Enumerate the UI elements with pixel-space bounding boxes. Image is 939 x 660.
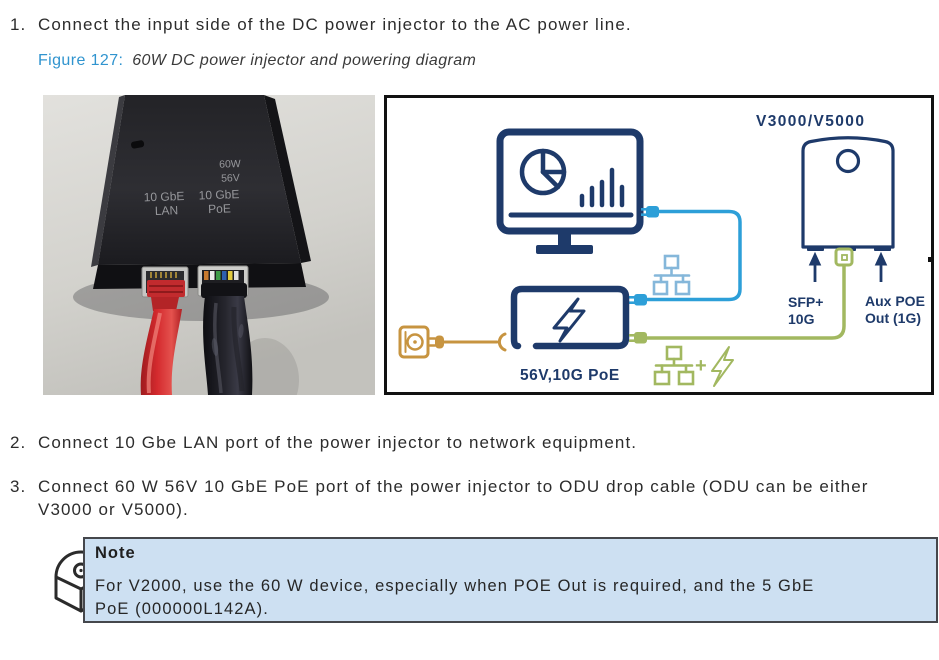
- step-1-number: 1.: [10, 15, 27, 34]
- odu-port-aux: [874, 246, 891, 251]
- black-cable: [203, 296, 253, 395]
- sfp-label-line2: 10G: [788, 311, 815, 327]
- poe-link-green: +: [629, 264, 846, 387]
- odu-outline: [801, 136, 895, 249]
- poe-wire-stripes: [204, 271, 239, 280]
- device-slot: [131, 140, 145, 149]
- figure-title: 60W DC power injector and powering diagr…: [132, 52, 477, 69]
- network-icon-green: [653, 345, 695, 386]
- injector-outline: [510, 285, 630, 350]
- monitor-icon: [496, 128, 644, 254]
- bar-chart-icon: [579, 167, 625, 208]
- device-right-bevel: [264, 95, 311, 263]
- figure-caption: Figure 127: 60W DC power injector and po…: [38, 52, 476, 70]
- injector-device: 60W 56V 10 GbE 10 GbE LAN PoE: [91, 95, 311, 289]
- figure-link[interactable]: Figure 127:: [38, 52, 124, 69]
- aux-label-line1: Aux POE: [865, 293, 925, 309]
- aux-arrow-icon: [874, 251, 888, 282]
- powering-diagram-svg: 56V,10G PoE +: [384, 95, 934, 395]
- device-left-bevel: [91, 95, 125, 267]
- lightning-icon-green: [711, 346, 734, 387]
- note-label: Note: [95, 544, 136, 562]
- step-1: 1. Connect the input side of the DC powe…: [10, 13, 632, 36]
- device-label-lan: LAN: [155, 203, 179, 218]
- step-3: 3. Connect 60 W 56V 10 GbE PoE port of t…: [10, 475, 869, 521]
- step-3-number: 3.: [10, 477, 27, 496]
- ac-power-input: [398, 325, 507, 359]
- lightning-icon: [552, 297, 586, 343]
- blue-cable-path: [647, 209, 742, 302]
- powering-diagram: 56V,10G PoE +: [384, 95, 934, 395]
- odu-title: V3000/V5000: [756, 113, 865, 130]
- power-outlet-icon: [398, 325, 430, 359]
- black-cable-boot: [201, 283, 247, 298]
- device-label-power: 60W: [219, 158, 241, 171]
- green-plug-connector-icon: [834, 247, 854, 267]
- injector-photo-svg: 60W 56V 10 GbE 10 GbE LAN PoE: [43, 95, 375, 422]
- device-label-poe: PoE: [208, 201, 231, 216]
- plug-icon: [428, 335, 444, 349]
- step-2-text: Connect 10 Gbe LAN port of the power inj…: [38, 433, 638, 452]
- note-box: Note For V2000, use the 60 W device, esp…: [83, 537, 938, 623]
- lan-port-and-red-cable: [140, 266, 189, 395]
- network-icon-blue: [652, 254, 691, 296]
- monitor-stand: [558, 231, 571, 245]
- red-rj45-connector: [147, 280, 185, 297]
- device-label-poe-speed: 10 GbE: [198, 187, 239, 202]
- green-cable-path: [645, 264, 846, 340]
- sfp-label-line1: SFP+: [788, 294, 823, 310]
- plus-sign: +: [695, 355, 707, 377]
- step-1-text: Connect the input side of the DC power i…: [38, 15, 632, 34]
- ethernet-connector-icon-injector-lan: [629, 294, 647, 306]
- injector-photo: 60W 56V 10 GbE 10 GbE LAN PoE: [43, 95, 375, 422]
- step-2: 2. Connect 10 Gbe LAN port of the power …: [10, 431, 637, 454]
- device-top-face: [98, 95, 301, 265]
- odu-device-icon: SFP+ 10G Aux POE Out (1G) V3000/V5000: [756, 113, 925, 327]
- cord-hook: [497, 332, 507, 352]
- ethernet-connector-icon-injector-poe: [629, 332, 647, 344]
- device-label-voltage: 56V: [221, 172, 240, 185]
- odu-port-sfp: [807, 246, 824, 251]
- step-3-text: Connect 60 W 56V 10 GbE PoE port of the …: [38, 477, 869, 519]
- red-cable-boot: [151, 297, 179, 311]
- monitor-base: [536, 245, 593, 254]
- injector-icon: 56V,10G PoE: [510, 285, 630, 384]
- note-body: For V2000, use the 60 W device, especial…: [95, 577, 815, 618]
- poe-port-and-black-cable: [197, 265, 253, 395]
- lan-port-pins: [150, 272, 177, 278]
- step-2-number: 2.: [10, 433, 27, 452]
- aux-label-line2: Out (1G): [865, 310, 921, 326]
- lan-link-blue: [629, 206, 742, 306]
- device-label-lan-speed: 10 GbE: [143, 189, 184, 204]
- pie-chart-icon: [519, 148, 567, 196]
- injector-label: 56V,10G PoE: [520, 367, 620, 384]
- sfp-arrow-icon: [808, 251, 822, 282]
- ethernet-connector-icon-monitor: [641, 206, 659, 218]
- odu-mount-hole: [835, 148, 861, 174]
- device-stamped-labels: 60W 56V 10 GbE 10 GbE LAN PoE: [143, 158, 241, 218]
- border-tick: [928, 257, 934, 262]
